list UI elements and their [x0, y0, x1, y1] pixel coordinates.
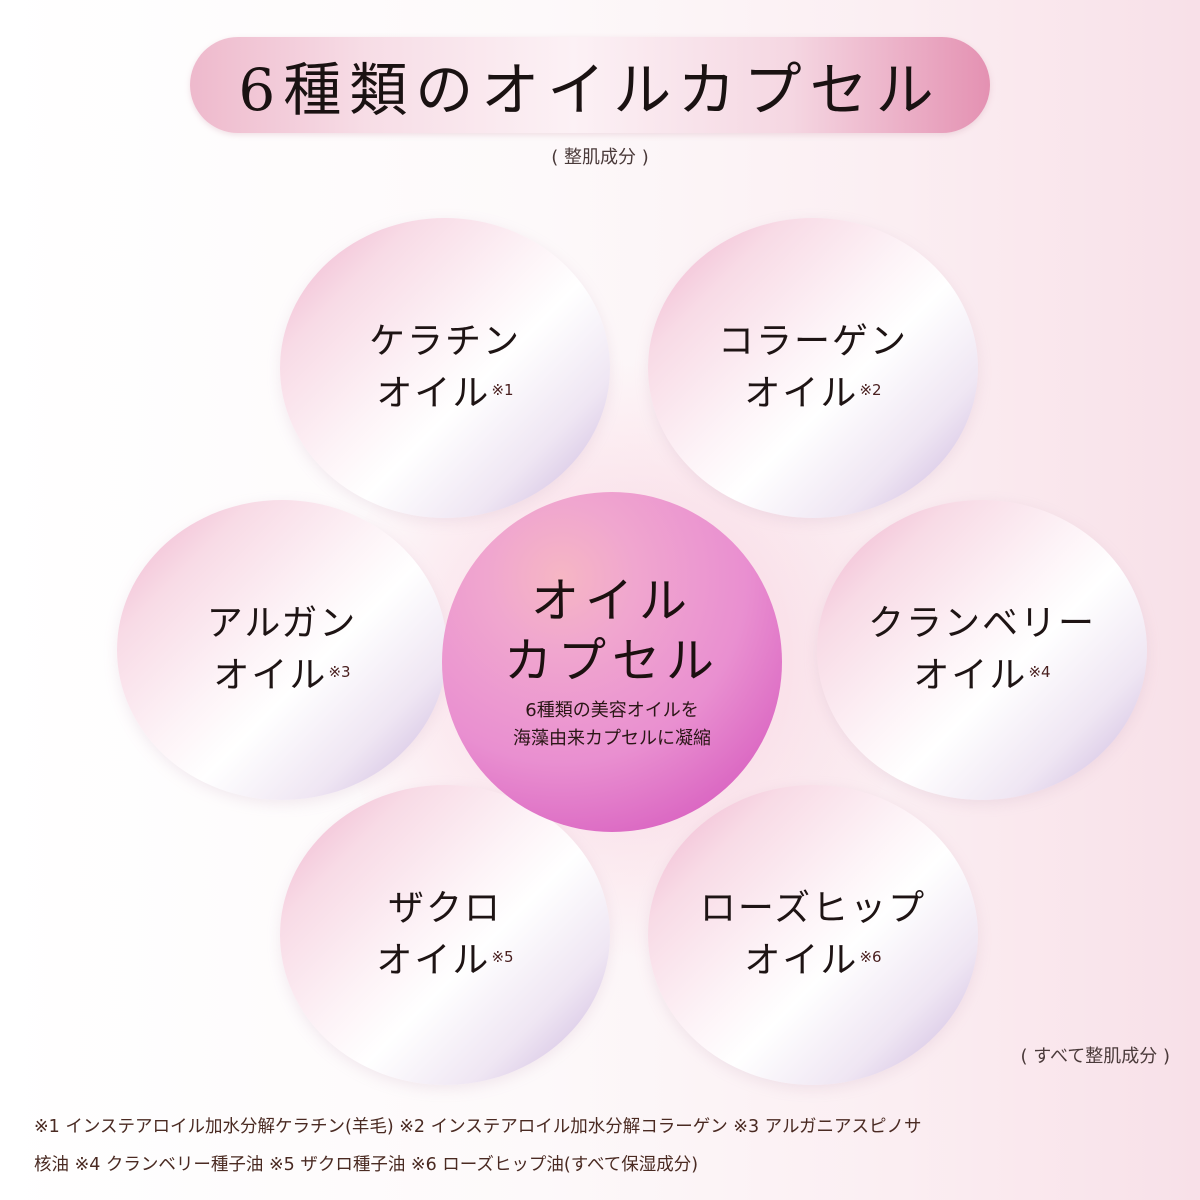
- title-banner: 6種類のオイルカプセル: [190, 37, 990, 133]
- oil-name-line1: アルガン: [206, 603, 358, 644]
- center-title-line1: オイル: [530, 573, 693, 629]
- center-title-line2: カプセル: [503, 633, 720, 689]
- oil-name-line2: オイル: [744, 373, 859, 414]
- all-ingredients-note: ( すべて整肌成分 ): [1020, 1046, 1170, 1067]
- oil-name-line1: ローズヒップ: [699, 888, 927, 929]
- footnote-marker: ※4: [1028, 663, 1051, 681]
- page-subtitle: ( 整肌成分 ): [551, 147, 649, 168]
- oil-name-line1: ザクロ: [387, 888, 502, 929]
- footnote-marker: ※2: [859, 381, 882, 399]
- center-desc-line1: 6種類の美容オイルを: [525, 700, 699, 721]
- page-title: 6種類のオイルカプセル: [238, 56, 942, 124]
- footnote-marker: ※6: [859, 948, 882, 966]
- footnote-line: 核油 ※4 クランベリー種子油 ※5 ザクロ種子油 ※6 ローズヒップ油(すべて…: [34, 1155, 699, 1175]
- oil-name-line2: オイル: [376, 373, 491, 414]
- oil-name-line2: オイル: [376, 940, 491, 981]
- footnote-marker: ※1: [491, 381, 514, 399]
- footnote-line: ※1 インステアロイル加水分解ケラチン(羊毛) ※2 インステアロイル加水分解コ…: [34, 1117, 922, 1137]
- oil-name-line1: コラーゲン: [717, 321, 908, 362]
- footnote-marker: ※5: [491, 948, 514, 966]
- oil-name-line2: オイル: [913, 655, 1028, 696]
- oil-circle-keratin: ケラチン オイル※1: [280, 218, 610, 518]
- center-desc-line2: 海藻由来カプセルに凝縮: [513, 728, 711, 749]
- oil-name-line1: クランベリー: [867, 603, 1096, 644]
- oil-circle-cranberry: クランベリー オイル※4: [817, 500, 1147, 800]
- oil-capsule-center: オイル カプセル 6種類の美容オイルを 海藻由来カプセルに凝縮: [442, 492, 782, 832]
- oil-circle-argan: アルガン オイル※3: [117, 500, 447, 800]
- oil-circle-collagen: コラーゲン オイル※2: [648, 218, 978, 518]
- oil-name-line2: オイル: [213, 655, 328, 696]
- footnote-marker: ※3: [328, 663, 351, 681]
- oil-name-line2: オイル: [744, 940, 859, 981]
- oil-name-line1: ケラチン: [368, 321, 521, 362]
- oil-circle-rosehip: ローズヒップ オイル※6: [648, 785, 978, 1085]
- oil-circle-pomegranate: ザクロ オイル※5: [280, 785, 610, 1085]
- footnotes: ※1 インステアロイル加水分解ケラチン(羊毛) ※2 インステアロイル加水分解コ…: [34, 1108, 1174, 1184]
